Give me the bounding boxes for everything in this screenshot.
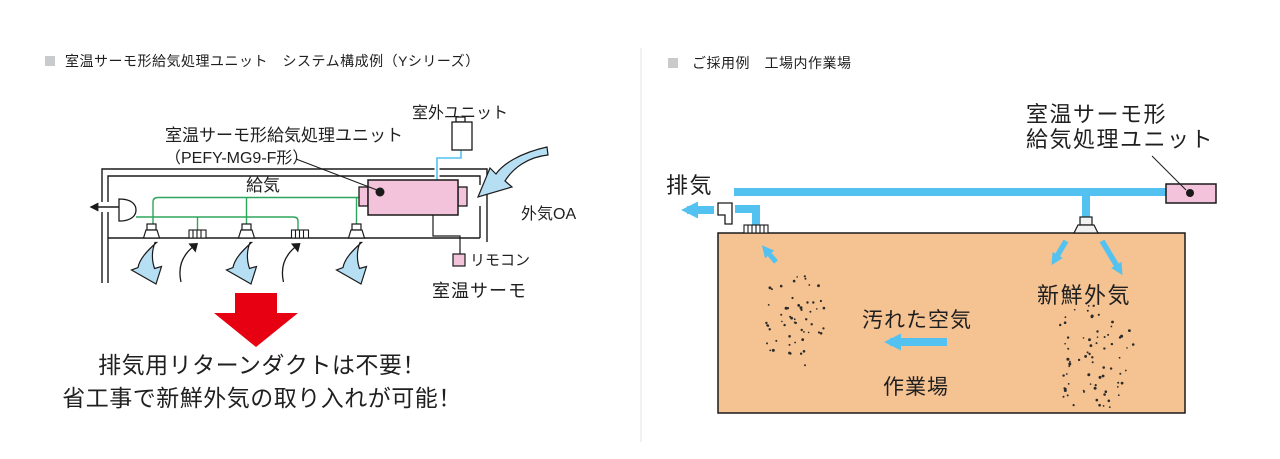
supply-air-swoosh-arrow — [130, 241, 163, 285]
left-panel: 室温サーモ形給気処理ユニット システム構成例（Yシリーズ） — [45, 53, 576, 411]
roof-exhaust-grille — [743, 224, 769, 234]
workspace-label: 作業場 — [883, 376, 949, 399]
label-pointer-line — [295, 158, 378, 191]
remote-controller-icon — [452, 253, 466, 267]
red-down-arrow — [214, 293, 298, 347]
refrigerant-line — [436, 150, 462, 180]
exhaust-elbow-duct — [735, 205, 760, 227]
dust-cluster-right — [1059, 304, 1135, 408]
unit-name-label: 室温サーモ形給気処理ユニット — [165, 126, 403, 145]
unit-model-label: （PEFY-MG9-F形） — [165, 149, 308, 167]
exhaust-fan-icon — [717, 202, 733, 225]
exhaust-label: 排気 — [666, 173, 713, 198]
roof-diffuser — [1073, 216, 1099, 234]
label-pointer-dot — [375, 187, 385, 197]
section-bullet-icon — [668, 58, 678, 68]
return-air-arrow — [179, 243, 198, 283]
ceiling-diffusers — [142, 223, 366, 239]
return-grilles — [188, 229, 310, 239]
supply-air-swoosh-arrow — [225, 241, 258, 285]
supply-processing-unit — [358, 179, 468, 216]
fresh-air-label: 新鮮外気 — [1037, 283, 1131, 308]
dirty-air-label: 汚れた空気 — [862, 309, 972, 332]
right-panel: ご採用例 工場内作業場 — [666, 55, 1217, 414]
outdoor-unit-icon — [451, 116, 473, 151]
outdoor-air-swoosh-arrow — [476, 146, 549, 198]
outdoor-air-label: 外気OA — [521, 205, 576, 223]
label-pointer-line — [1151, 155, 1187, 191]
dust-cluster-left — [765, 275, 826, 367]
supply-air-label: 給気 — [246, 176, 280, 195]
supply-air-swoosh-arrow — [335, 241, 368, 285]
exhaust-fan-icon — [118, 198, 137, 222]
remote-controller-label: リモコン — [470, 252, 530, 269]
fresh-air-arrow-right — [1099, 239, 1123, 276]
slogan-line1: 排気用リターンダクトは不要！ — [98, 352, 426, 378]
remote-wire — [432, 215, 461, 254]
rising-dirty-air-arrow — [761, 245, 778, 264]
unit-name-line2: 給気処理ユニット — [1026, 127, 1214, 152]
slogan-line2: 省工事で新鮮外気の取り入れが可能！ — [62, 385, 462, 411]
room-thermo-label: 室温サーモ — [432, 281, 527, 301]
supply-duct-lines — [136, 196, 359, 230]
left-section-title: 室温サーモ形給気処理ユニット システム構成例（Yシリーズ） — [65, 53, 480, 69]
return-air-arrow — [281, 242, 302, 283]
label-pointer-dot — [1186, 189, 1194, 197]
outdoor-unit-label: 室外ユニット — [412, 104, 508, 122]
unit-name-line1: 室温サーモ形 — [1026, 102, 1167, 127]
right-section-title: ご採用例 工場内作業場 — [692, 55, 852, 71]
fresh-air-arrow-left — [1051, 239, 1069, 266]
section-bullet-icon — [45, 56, 55, 66]
